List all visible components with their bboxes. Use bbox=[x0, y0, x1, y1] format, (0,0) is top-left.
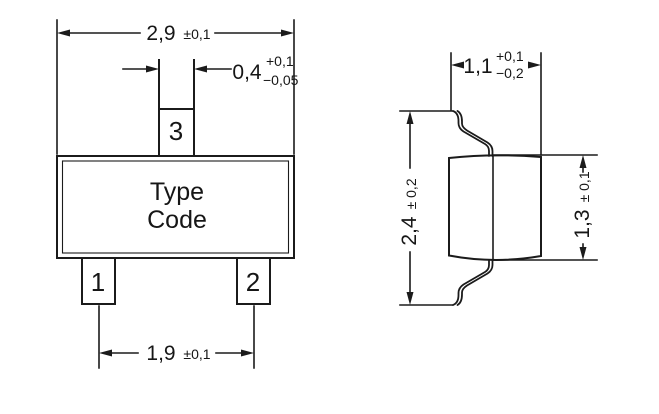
dim-body-height-value: 1,3 bbox=[571, 209, 594, 238]
body-inner-outline bbox=[61, 160, 290, 254]
arrowhead-right-icon bbox=[528, 61, 541, 69]
arrowhead-left-icon bbox=[99, 349, 112, 357]
dim-body-width: 2,9 ±0,1 bbox=[56, 19, 295, 155]
front-view: 2,9 ±0,1 0,4 +0,1 −0,05 3 Type Code 1 bbox=[56, 19, 299, 369]
package-body: Type Code bbox=[56, 155, 295, 259]
arrowhead-up-icon bbox=[579, 155, 587, 168]
dim-body-width-tolerance: ±0,1 bbox=[183, 26, 210, 42]
top-lead-outer-line bbox=[452, 110, 490, 157]
arrowhead-left-icon bbox=[194, 65, 207, 73]
dim-total-height-tolerance: ± 0,2 bbox=[403, 178, 419, 209]
arrowhead-right-icon bbox=[146, 65, 159, 73]
dim-body-height-tolerance: ± 0,1 bbox=[576, 171, 592, 202]
bottom-lead-inner-line bbox=[456, 259, 494, 306]
body-outline bbox=[56, 155, 295, 259]
pin2-lead: 2 bbox=[236, 257, 271, 305]
arrowhead-down-icon bbox=[579, 247, 587, 260]
dim-package-width-tol-plus: +0,1 bbox=[496, 48, 524, 64]
marking-type: Type bbox=[150, 178, 204, 206]
dim-package-width-value: 1,1 bbox=[463, 55, 492, 78]
dim-lead-pitch-tolerance: ±0,1 bbox=[183, 346, 210, 362]
arrowhead-left-icon bbox=[451, 61, 464, 69]
pin2-label: 2 bbox=[246, 267, 260, 297]
dim-body-width-value: 2,9 bbox=[146, 22, 175, 45]
bottom-lead-outer-line bbox=[452, 259, 490, 306]
dim-total-height: 2,4 ± 0,2 bbox=[398, 110, 453, 306]
arrowhead-up-icon bbox=[406, 111, 414, 124]
dim-lead-width: 0,4 +0,1 −0,05 bbox=[122, 53, 299, 88]
dim-lead-width-tol-minus: −0,05 bbox=[263, 72, 299, 88]
arrowhead-left-icon bbox=[57, 29, 70, 37]
extension-line bbox=[399, 110, 453, 306]
arrowhead-down-icon bbox=[406, 292, 414, 305]
pin3-label: 3 bbox=[169, 116, 183, 146]
extension-line bbox=[492, 154, 598, 261]
extension-line bbox=[56, 19, 295, 155]
extension-line bbox=[98, 305, 255, 369]
dim-total-height-value: 2,4 bbox=[398, 216, 421, 246]
dim-lead-width-tol-plus: +0,1 bbox=[266, 53, 294, 69]
top-lead-inner-line bbox=[456, 110, 494, 157]
dim-package-width-tol-minus: −0,2 bbox=[496, 65, 524, 81]
pin3-lead: 3 bbox=[158, 59, 195, 156]
pin1-label: 1 bbox=[91, 267, 105, 297]
extension-line bbox=[450, 52, 542, 156]
top-lead bbox=[452, 110, 494, 157]
arrowhead-right-icon bbox=[241, 349, 254, 357]
side-body-outline bbox=[448, 154, 542, 261]
pin1-outline bbox=[81, 257, 116, 305]
bottom-lead bbox=[452, 259, 494, 306]
arrowhead-right-icon bbox=[281, 29, 294, 37]
dim-package-width: 1,1 +0,1 −0,2 bbox=[450, 48, 542, 156]
side-view: 1,1 +0,1 −0,2 2,4 ± 0,2 bbox=[398, 48, 598, 306]
dim-total-height-text: 2,4 ± 0,2 bbox=[398, 178, 421, 245]
pin1-lead: 1 bbox=[81, 257, 116, 305]
dim-body-height-text: 1,3 ± 0,1 bbox=[571, 171, 594, 238]
dim-lead-pitch-value: 1,9 bbox=[146, 342, 175, 365]
side-body bbox=[448, 154, 542, 261]
marking-code: Code bbox=[147, 206, 207, 234]
pin2-outline bbox=[236, 257, 271, 305]
pin3-outline bbox=[158, 59, 195, 156]
dim-lead-pitch: 1,9 ±0,1 bbox=[98, 305, 255, 369]
dim-body-height: 1,3 ± 0,1 bbox=[492, 154, 598, 261]
dim-lead-width-value: 0,4 bbox=[232, 61, 262, 84]
